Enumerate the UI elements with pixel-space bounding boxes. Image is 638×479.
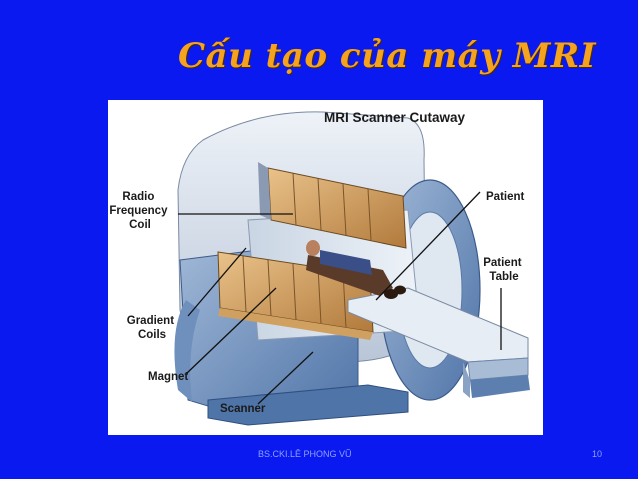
- callout-lines: [178, 191, 502, 405]
- label-gradient-coils: Gradient Coils: [127, 315, 178, 341]
- label-magnet: Magnet: [148, 371, 188, 383]
- mri-cutaway-figure: MRI Scanner Cutaway Radio Frequency Coil…: [108, 100, 543, 435]
- figure-caption: MRI Scanner Cutaway: [324, 110, 466, 125]
- slide-title: Cấu tạo của máy MRI: [178, 36, 597, 76]
- mri-diagram: MRI Scanner Cutaway Radio Frequency Coil…: [109, 110, 530, 426]
- label-patient: Patient: [486, 191, 525, 203]
- label-scanner: Scanner: [220, 403, 266, 415]
- radio-frequency-coil: [258, 162, 407, 249]
- footer-author: BS.CKI.LÊ PHONG VŨ: [258, 449, 352, 459]
- page-number: 10: [592, 449, 603, 459]
- label-patient-table: Patient Table: [483, 257, 525, 283]
- patient-table: [347, 287, 530, 398]
- label-radio-frequency-coil: Radio Frequency Coil: [109, 191, 170, 231]
- patient-figure: [306, 240, 406, 299]
